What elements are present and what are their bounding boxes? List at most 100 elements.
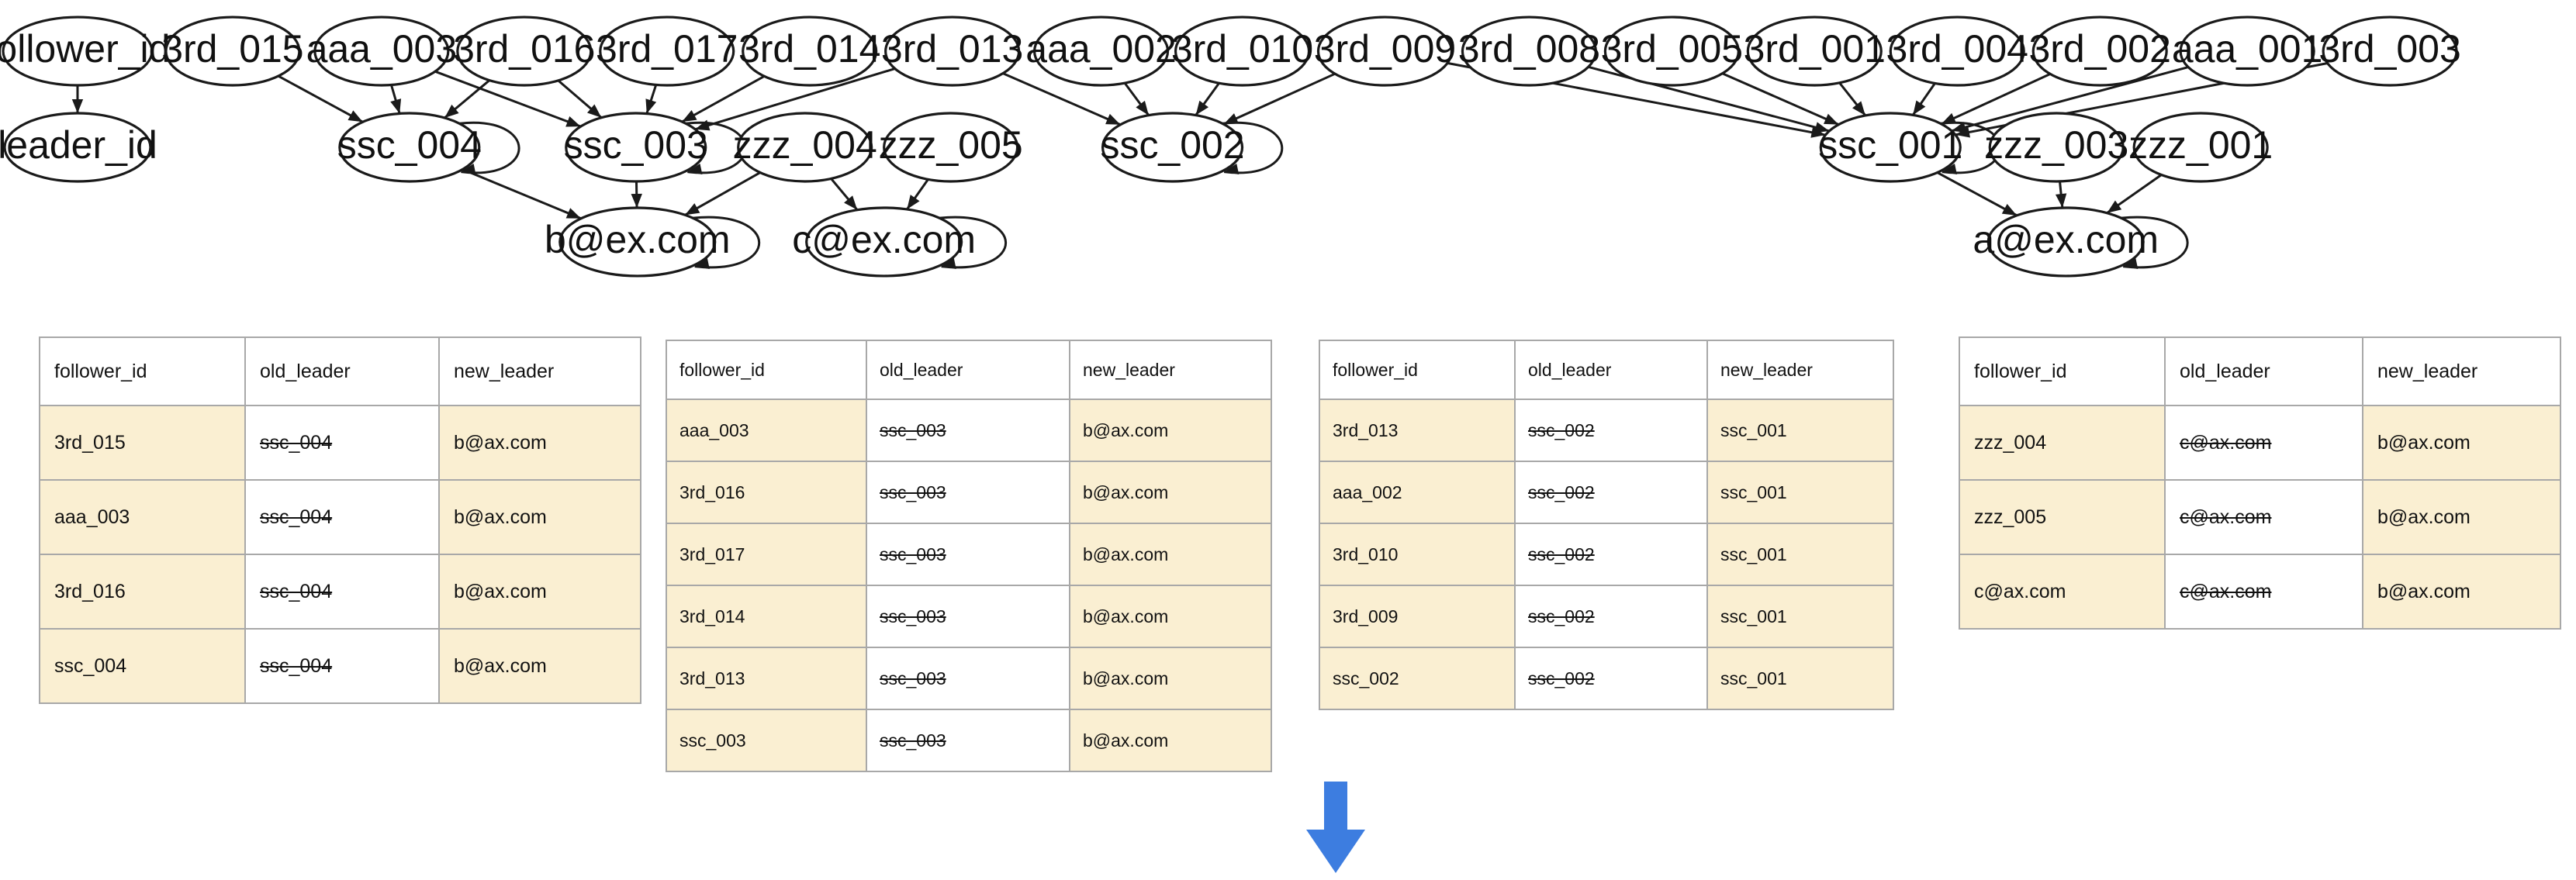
cell-follower-id: aaa_002 [1319, 461, 1516, 524]
cell-old-leader: ssc_003 [866, 647, 1070, 710]
node-ellipse [1986, 206, 2145, 278]
cell-old-leader: ssc_002 [1514, 647, 1708, 710]
graph-node-ssc_003[interactable]: ssc_003 [564, 112, 708, 183]
graph-edge [1222, 72, 1336, 126]
graph-node-3rd_009[interactable]: 3rd_009 [1314, 16, 1456, 87]
edge-arrowhead [631, 193, 642, 208]
graph-node-b@ex.com[interactable]: b@ex.com [545, 206, 731, 278]
graph-node-c@ex.com[interactable]: c@ex.com [792, 206, 976, 278]
graph-node-follower_id[interactable]: follower_id [0, 16, 170, 87]
node-label: zzz_001 [2128, 123, 2273, 167]
graph-node-3rd_008[interactable]: 3rd_008 [1458, 16, 1600, 87]
graph-node-zzz_003[interactable]: zzz_003 [1984, 112, 2128, 183]
cell-old-leader: ssc_003 [866, 399, 1070, 462]
cell-new-leader: ssc_001 [1706, 523, 1894, 586]
graph-node-3rd_001[interactable]: 3rd_001 [1744, 16, 1886, 87]
column-header-old-leader: old_leader [244, 336, 440, 406]
cell-follower-id: 3rd_010 [1319, 523, 1516, 586]
edge-arrowhead [645, 98, 657, 114]
graph-node-3rd_014[interactable]: 3rd_014 [738, 16, 880, 87]
node-label: aaa_001 [2172, 27, 2323, 71]
graph-node-3rd_015[interactable]: 3rd_015 [161, 16, 304, 87]
graph-node-3rd_002[interactable]: 3rd_002 [2028, 16, 2171, 87]
edge-arrowhead [907, 195, 920, 209]
node-label: 3rd_004 [1886, 27, 2028, 71]
cell-follower-id: 3rd_016 [39, 554, 246, 630]
cell-follower-id: zzz_004 [1959, 405, 2166, 481]
cell-old-leader: ssc_002 [1514, 461, 1708, 524]
cell-new-leader: b@ax.com [1069, 585, 1272, 648]
graph-node-ssc_001[interactable]: ssc_001 [1818, 112, 1962, 183]
self-loop-arrowhead [461, 163, 476, 175]
node-label: zzz_004 [733, 123, 877, 167]
graph-node-3rd_016[interactable]: 3rd_016 [453, 16, 595, 87]
graph-node-zzz_004[interactable]: zzz_004 [733, 112, 877, 183]
graph-edge [1936, 171, 2018, 217]
cell-new-leader: b@ax.com [1069, 709, 1272, 772]
node-ellipse [2179, 16, 2315, 87]
column-header-new-leader: new_leader [438, 336, 641, 406]
graph-node-3rd_017[interactable]: 3rd_017 [596, 16, 738, 87]
column-header-follower-id: follower_id [39, 336, 246, 406]
node-label: 3rd_015 [161, 27, 303, 71]
table-header-row: follower_id old_leader new_leader [1959, 336, 2561, 406]
node-ellipse [1819, 112, 1962, 183]
graph-node-ssc_002[interactable]: ssc_002 [1100, 112, 1245, 183]
column-header-follower-id: follower_id [1319, 340, 1516, 400]
graph-node-zzz_005[interactable]: zzz_005 [879, 112, 1023, 183]
node-label: follower_id [0, 27, 170, 71]
graph-node-3rd_010[interactable]: 3rd_010 [1171, 16, 1313, 87]
node-label: 3rd_003 [2318, 27, 2460, 71]
self-loop-arrowhead [687, 163, 703, 175]
cell-new-leader: b@ax.com [438, 405, 641, 481]
node-label: a@ex.com [1973, 218, 2159, 261]
cell-old-leader: ssc_004 [244, 479, 440, 555]
down-arrow-icon [1306, 782, 1365, 873]
graph-node-aaa_003[interactable]: aaa_003 [306, 16, 458, 87]
edge-arrowhead [586, 104, 602, 118]
cell-old-leader: ssc_004 [244, 628, 440, 704]
graph-node-zzz_001[interactable]: zzz_001 [2128, 112, 2273, 183]
graph-node-aaa_001[interactable]: aaa_001 [2172, 16, 2323, 87]
graph-edge [681, 75, 766, 123]
cell-new-leader: b@ax.com [1069, 461, 1272, 524]
graph-edge [434, 70, 582, 128]
graph-edge [1002, 72, 1122, 126]
reassignment-table-3: follower_id old_leader new_leader 3rd_01… [1319, 340, 1894, 710]
node-ellipse [1889, 16, 2025, 87]
graph-node-3rd_005[interactable]: 3rd_005 [1601, 16, 1743, 87]
cell-old-leader: ssc_003 [866, 461, 1070, 524]
node-ellipse [742, 16, 878, 87]
node-ellipse [1174, 16, 1311, 87]
node-ellipse [1101, 112, 1244, 183]
node-label: 3rd_013 [881, 27, 1023, 71]
node-ellipse [164, 16, 301, 87]
edge-arrowhead [71, 99, 84, 114]
graph-node-leader_id[interactable]: leader_id [0, 112, 157, 183]
edge-arrowhead [1941, 112, 1957, 124]
graph-node-3rd_004[interactable]: 3rd_004 [1886, 16, 2028, 87]
table-header-row: follower_id old_leader new_leader [1319, 340, 1894, 400]
cell-follower-id: 3rd_014 [666, 585, 867, 648]
node-ellipse [599, 16, 735, 87]
column-header-new-leader: new_leader [1069, 340, 1272, 400]
node-label: ssc_003 [564, 123, 708, 167]
table-header-row: follower_id old_leader new_leader [39, 336, 641, 406]
table-header-row: follower_id old_leader new_leader [666, 340, 1272, 400]
edge-arrowhead [444, 104, 459, 119]
node-ellipse [2, 16, 154, 87]
graph-node-3rd_003[interactable]: 3rd_003 [2318, 16, 2461, 87]
graph-node-ssc_004[interactable]: ssc_004 [337, 112, 482, 183]
graph-node-3rd_013[interactable]: 3rd_013 [881, 16, 1023, 87]
graph-node-a@ex.com[interactable]: a@ex.com [1973, 206, 2159, 278]
edge-arrowhead [348, 110, 363, 123]
graph-node-aaa_002[interactable]: aaa_002 [1025, 16, 1177, 87]
